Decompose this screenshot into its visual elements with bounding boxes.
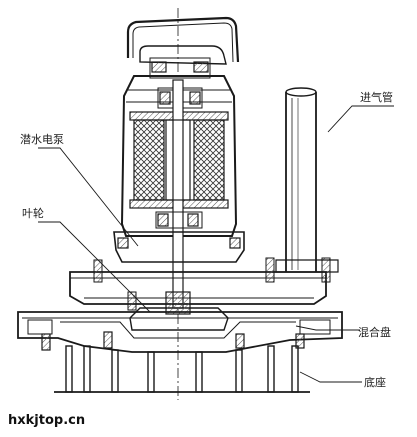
- label-impeller: 叶轮: [22, 206, 44, 220]
- mounting-flange: [69, 271, 327, 305]
- label-submersible-motor-pump: 潜水电泵: [20, 132, 64, 146]
- motor-shaft: [172, 79, 184, 309]
- flange-bolts: [93, 257, 331, 311]
- label-mixing-plate: 混合盘: [358, 325, 391, 339]
- label-air-inlet-pipe: 进气管: [360, 90, 393, 104]
- motor-top-cap: [139, 45, 227, 65]
- mixing-plate: [17, 311, 343, 353]
- rotor: [165, 119, 191, 201]
- stator-winding-right: [193, 119, 225, 201]
- lifting-handle: [126, 16, 240, 63]
- label-base: 底座: [364, 375, 386, 389]
- leader-lines: [38, 105, 394, 383]
- motor-housing: [120, 75, 238, 237]
- base-legs: [54, 345, 310, 393]
- stator-winding-left: [133, 119, 165, 201]
- watermark-text: hxkjtop.cn: [8, 413, 85, 428]
- air-inlet-pipe: [285, 87, 317, 272]
- seal-housing: [113, 231, 245, 263]
